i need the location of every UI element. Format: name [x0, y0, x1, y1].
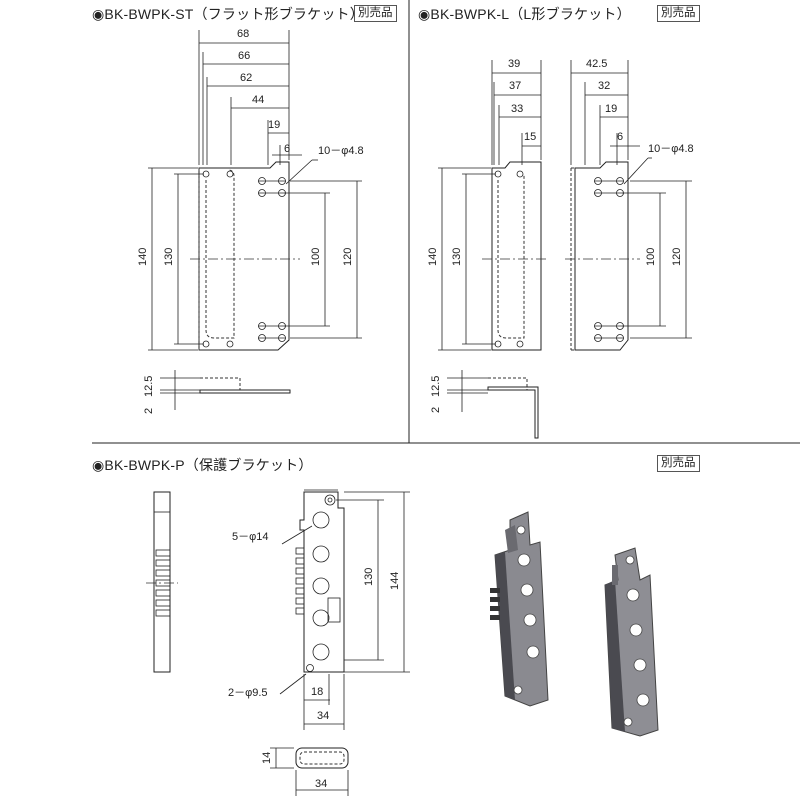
svg-text:15: 15 [524, 131, 536, 143]
svg-text:100: 100 [645, 248, 657, 266]
svg-text:42.5: 42.5 [586, 58, 607, 70]
svg-text:19: 19 [268, 119, 280, 131]
svg-text:10－φ4.8: 10－φ4.8 [318, 145, 364, 157]
dims-st: 68 66 62 44 19 6 10－φ4.8 140 130 100 120… [137, 28, 364, 414]
svg-text:34: 34 [315, 778, 327, 790]
svg-text:12.5: 12.5 [143, 376, 155, 397]
svg-text:130: 130 [451, 248, 463, 266]
bracket-photo-left [490, 511, 549, 707]
svg-text:140: 140 [427, 248, 439, 266]
tag-sold-separately-st: 別売品 [354, 5, 397, 22]
svg-text:2: 2 [143, 408, 155, 414]
drawing-p-side [146, 491, 178, 673]
svg-text:130: 130 [363, 568, 375, 586]
svg-text:120: 120 [342, 248, 354, 266]
svg-text:44: 44 [252, 94, 264, 106]
svg-text:32: 32 [598, 80, 610, 92]
drawing-l-side [447, 60, 692, 439]
title-bk-bwpk-p: ◉BK-BWPK-P（保護ブラケット） [92, 457, 313, 473]
dims-l: 39 37 33 15 42.5 32 19 6 10－φ4.8 140 130… [427, 58, 694, 413]
svg-text:6: 6 [617, 131, 623, 143]
tag-sold-separately-l: 別売品 [657, 5, 700, 22]
svg-text:6: 6 [284, 143, 290, 155]
svg-text:18: 18 [311, 686, 323, 698]
svg-text:14: 14 [261, 752, 273, 764]
svg-text:5－φ14: 5－φ14 [232, 531, 269, 543]
svg-text:33: 33 [511, 103, 523, 115]
drawing-l-front [438, 60, 548, 351]
svg-text:120: 120 [671, 248, 683, 266]
svg-text:39: 39 [508, 58, 520, 70]
dims-p: 5－φ14 2－φ9.5 130 144 18 34 14 34 [228, 531, 401, 790]
svg-text:140: 140 [137, 248, 149, 266]
svg-text:2: 2 [430, 407, 442, 413]
svg-text:144: 144 [389, 572, 401, 590]
svg-text:66: 66 [238, 50, 250, 62]
svg-text:2－φ9.5: 2－φ9.5 [228, 687, 268, 699]
svg-text:12.5: 12.5 [430, 376, 442, 397]
tag-sold-separately-p: 別売品 [657, 455, 700, 472]
title-bk-bwpk-l: ◉BK-BWPK-L（L形ブラケット） [418, 6, 631, 22]
drawing-st-front [148, 30, 362, 410]
svg-text:10－φ4.8: 10－φ4.8 [648, 143, 694, 155]
svg-text:19: 19 [605, 103, 617, 115]
svg-text:62: 62 [240, 72, 252, 84]
bracket-photo-right [604, 547, 659, 737]
svg-text:130: 130 [163, 248, 175, 266]
svg-text:37: 37 [509, 80, 521, 92]
drawing-p-front [270, 489, 410, 796]
svg-text:68: 68 [237, 28, 249, 40]
svg-text:100: 100 [310, 248, 322, 266]
title-bk-bwpk-st: ◉BK-BWPK-ST（フラット形ブラケット） [92, 6, 364, 22]
svg-text:34: 34 [317, 710, 329, 722]
